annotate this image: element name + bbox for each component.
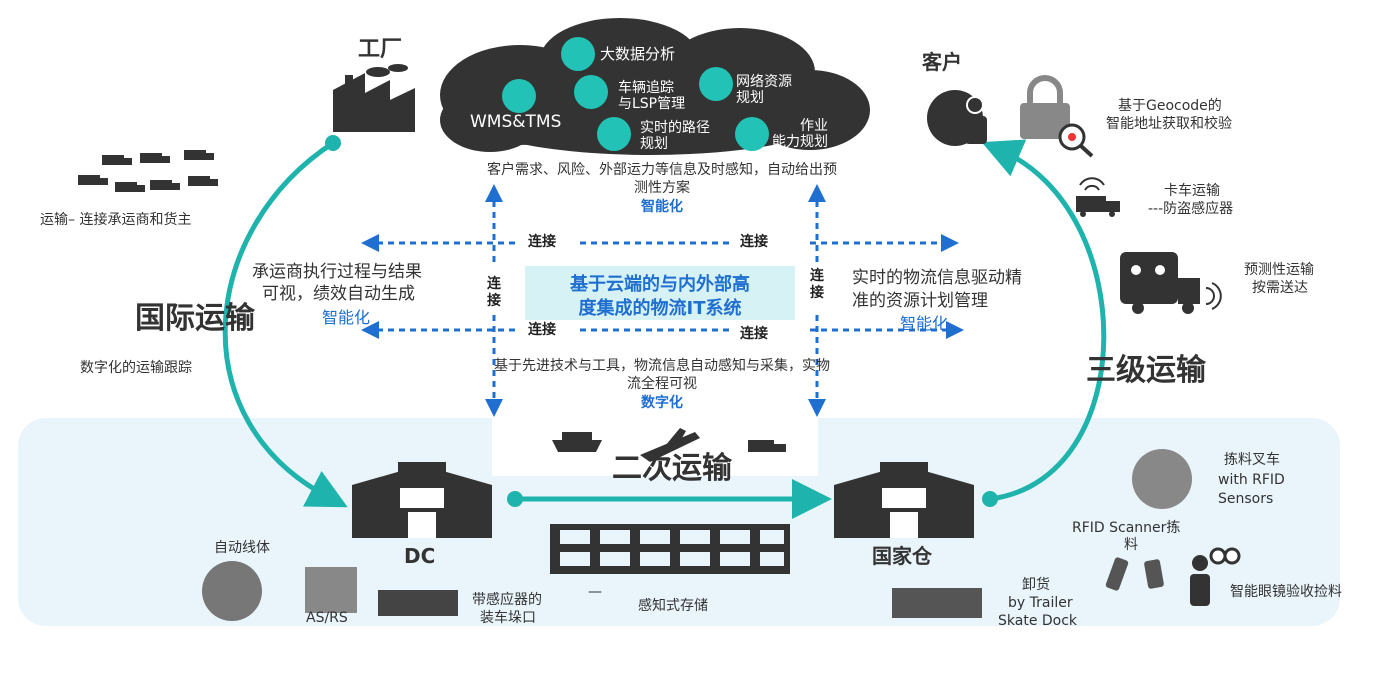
sensing-storage-label: 感知式存储 xyxy=(638,598,708,614)
cloud-item-vehicle-tracking: 车辆追踪 xyxy=(618,80,674,96)
truck-label-1: 卡车运输 xyxy=(1164,183,1220,199)
asrs-image xyxy=(305,567,357,613)
cloud-item-network-2: 规划 xyxy=(736,90,764,106)
predictive-label-2: 按需送达 xyxy=(1252,280,1308,296)
center-system-box xyxy=(525,266,795,320)
right-tag: 智能化 xyxy=(900,314,949,333)
factory-label: 工厂 xyxy=(358,37,403,62)
carrier-label: 运输– 连接承运商和货主 xyxy=(40,212,192,228)
bottom-desc-line2: 流全程可视 xyxy=(627,376,697,392)
left-desc-line1: 承运商执行过程与结果 xyxy=(252,262,422,282)
cloud-item-big-data: 大数据分析 xyxy=(600,45,676,63)
capacity-icon xyxy=(735,117,769,151)
dock-sensor-icon xyxy=(378,590,458,616)
geocode-label-2: 智能地址获取和校验 xyxy=(1106,116,1232,132)
cloud-item-route-2: 规划 xyxy=(640,136,668,152)
predictive-label-1: 预测性运输 xyxy=(1244,262,1314,278)
cloud-item-lsp: 与LSP管理 xyxy=(618,96,686,112)
location-icon xyxy=(574,75,608,109)
truck-small-icon xyxy=(748,440,786,452)
smart-glasses-icon xyxy=(1190,547,1241,606)
center-title-line2: 度集成的物流IT系统 xyxy=(578,298,742,319)
rfid-scanner-label-1: RFID Scanner拣 xyxy=(1072,520,1181,536)
connect-label-top-left: 连接 xyxy=(528,234,556,252)
tertiary-arc xyxy=(981,139,1107,502)
left-desc-line2: 可视，绩效自动生成 xyxy=(262,284,415,304)
auto-line-icon xyxy=(202,561,262,621)
dc-warehouse-icon xyxy=(352,462,492,538)
truck-sensor-icon xyxy=(1076,177,1120,217)
cloud-item-route: 实时的路径 xyxy=(640,120,710,136)
connect-label-top-right: 连接 xyxy=(740,234,768,252)
asrs-label: AS/RS xyxy=(306,610,348,626)
wms-icon xyxy=(502,79,536,113)
tertiary-transport-label: 三级运输 xyxy=(1086,353,1206,388)
network-icon xyxy=(699,67,733,101)
forklift-icon xyxy=(1132,449,1192,509)
plane-icon xyxy=(640,428,700,462)
bottom-tag: 数字化 xyxy=(641,395,683,411)
cloud-item-capacity: 能力规划 xyxy=(772,134,828,150)
big-data-icon xyxy=(561,37,595,71)
truck-label-2: ---防盗感应器 xyxy=(1148,201,1234,217)
customer-icon xyxy=(927,90,987,146)
top-tag: 智能化 xyxy=(641,199,683,215)
unload-label-2: by Trailer xyxy=(1008,595,1073,611)
connect-label-bottom-right: 连接 xyxy=(740,326,768,344)
factory-icon xyxy=(333,64,415,132)
geocode-label-1: 基于Geocode的 xyxy=(1118,98,1222,114)
international-transport-label: 国际运输 xyxy=(135,301,255,336)
national-warehouse-label: 国家仓 xyxy=(872,544,932,568)
forklift-label-3: Sensors xyxy=(1218,491,1274,507)
unload-label-1: 卸货 xyxy=(1022,577,1050,593)
rfid-scanner-label-2: 料 xyxy=(1124,537,1138,553)
customer-label: 客户 xyxy=(922,50,962,74)
dash-label: — xyxy=(588,584,602,600)
smart-glasses-label: 智能眼镜验收捡料 xyxy=(1230,584,1342,600)
carrier-trucks-icon xyxy=(78,150,218,192)
trailer-dock-image xyxy=(892,588,982,618)
rfid-scanner-icon xyxy=(1105,557,1164,591)
dock-label-1: 带感应器的 xyxy=(472,592,542,608)
connect-label-bottom-left: 连接 xyxy=(528,322,556,340)
connect-vertical-right-1: 连 xyxy=(810,268,824,286)
right-desc-line1: 实时的物流信息驱动精 xyxy=(852,268,1022,288)
forklift-label-1: 拣料叉车 xyxy=(1224,452,1280,468)
auto-line-label: 自动线体 xyxy=(214,540,270,556)
ship-icon xyxy=(552,432,602,452)
connect-vertical-right-2: 接 xyxy=(810,285,824,303)
forklift-label-2: with RFID xyxy=(1218,472,1285,488)
top-desc-line2: 测性方案 xyxy=(634,180,690,196)
connect-vertical-left-1: 连 xyxy=(487,276,501,294)
dc-label: DC xyxy=(404,544,436,568)
unload-label-3: Skate Dock xyxy=(998,613,1078,629)
route-icon xyxy=(597,117,631,151)
digital-tracking-label: 数字化的运输跟踪 xyxy=(80,360,192,376)
cloud-item-operation: 作业 xyxy=(800,118,828,134)
national-warehouse-icon xyxy=(834,462,974,538)
secondary-transport-label: 二次运输 xyxy=(612,451,732,486)
cloud-item-wms-tms: WMS&TMS xyxy=(470,112,562,132)
dock-label-2: 装车垛口 xyxy=(480,610,536,626)
international-arc xyxy=(222,140,348,508)
right-desc-line2: 准的资源计划管理 xyxy=(852,291,988,311)
geocode-lock-icon xyxy=(1020,75,1094,158)
center-title-line1: 基于云端的与内外部高 xyxy=(570,274,750,295)
top-desc-line1: 客户需求、风险、外部运力等信息及时感知，自动给出预 xyxy=(487,162,837,178)
left-tag: 智能化 xyxy=(322,308,371,327)
predictive-truck-icon xyxy=(1120,252,1222,314)
bottom-desc-line1: 基于先进技术与工具，物流信息自动感知与采集，实物 xyxy=(494,358,830,374)
cloud-item-network: 网络资源 xyxy=(736,74,792,90)
storage-rack-icon xyxy=(550,524,790,574)
connect-vertical-left-2: 接 xyxy=(487,293,501,311)
